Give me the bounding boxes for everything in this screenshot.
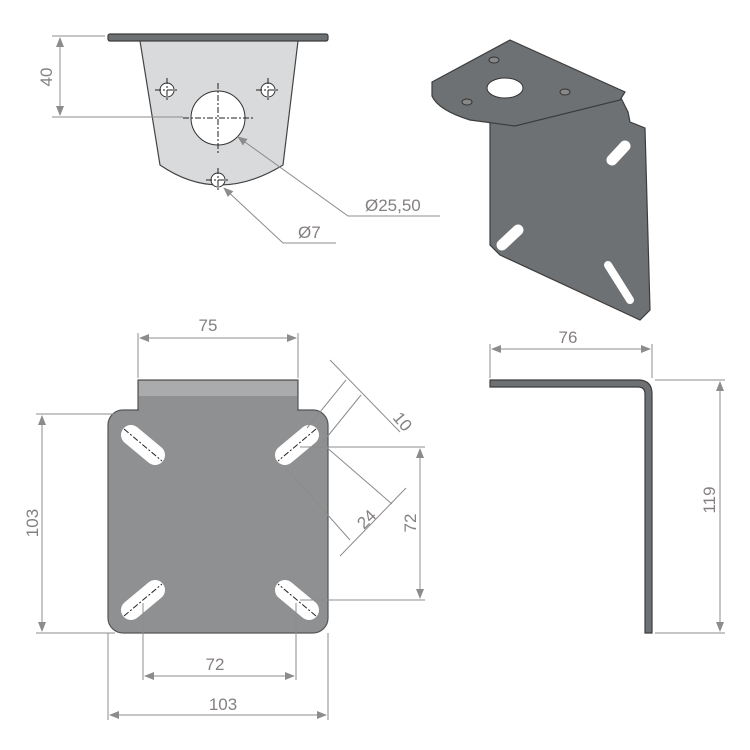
- iso-top-flange: [431, 39, 626, 127]
- side-view: 76 119: [489, 328, 725, 634]
- iso-center-hole: [486, 77, 524, 99]
- dim-height-119: 119: [700, 486, 719, 513]
- top-view: 40 Ø25,50 Ø7: [37, 33, 440, 244]
- dim-slot-width-10: 10: [389, 408, 416, 435]
- dim-height-103: 103: [23, 509, 42, 537]
- dim-hole-spacing-y-72: 72: [401, 514, 420, 533]
- dim-big-hole-diameter: Ø25,50: [365, 196, 421, 215]
- dim-slot-length-24: 24: [353, 506, 380, 533]
- dim-tab-width-75: 75: [199, 316, 218, 335]
- dim-small-hole-diameter: Ø7: [298, 223, 321, 242]
- front-view: 75 103 72 103 72 10 24: [23, 316, 425, 720]
- side-profile: [489, 379, 653, 634]
- flange-edge: [107, 33, 329, 42]
- dim-height-40: 40: [37, 68, 56, 87]
- isometric-view: [431, 39, 651, 321]
- dim-depth-76: 76: [559, 328, 578, 347]
- dim-width-103: 103: [209, 695, 237, 714]
- dim-hole-spacing-x-72: 72: [206, 655, 225, 674]
